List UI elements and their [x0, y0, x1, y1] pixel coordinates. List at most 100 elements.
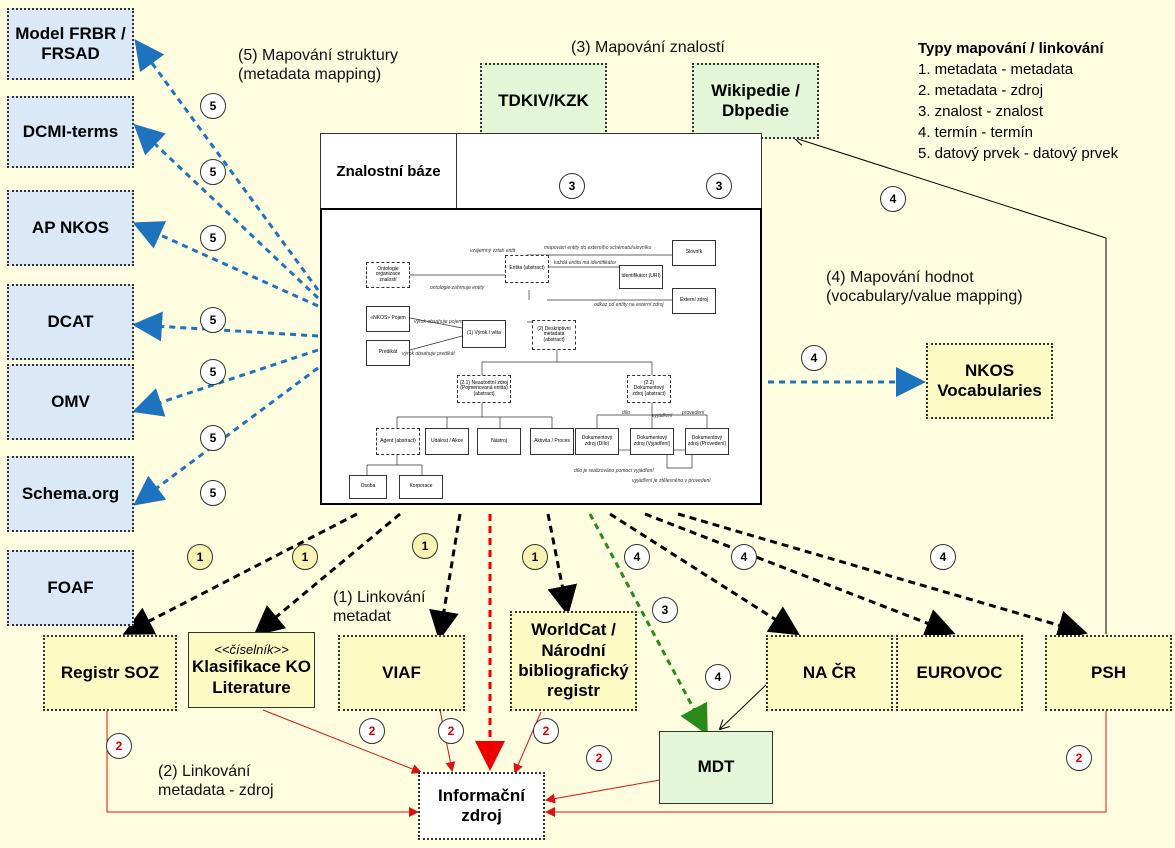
inner-text-12: vyjádření je ztělesněno v provedení	[632, 478, 711, 484]
box-viaf: VIAF	[338, 635, 465, 711]
schema-box-dcmi: DCMI-terms	[7, 96, 134, 168]
badge-4: 4	[731, 544, 757, 570]
inner-label: Dokumentový zdroj (Dílo)	[581, 435, 613, 447]
inner-text-6: výrok obsahuje pojem	[414, 319, 463, 325]
box-label: NKOS Vocabularies	[937, 360, 1042, 400]
badge-1: 1	[292, 544, 318, 570]
badge-5: 5	[200, 480, 226, 506]
stereotype-label: <<číselník>>	[214, 641, 289, 657]
inner-pojem: «NKOS» Pojem	[366, 306, 410, 332]
box-label: Registr SOZ	[60, 662, 160, 682]
inner-aktivita: Aktivita / Proces	[530, 428, 574, 455]
inner-slovnik: Slovník	[672, 240, 716, 266]
inner-externi: Externí zdroj	[672, 288, 716, 314]
inner-label: Aktivita / Proces	[534, 437, 570, 444]
badge-4: 4	[624, 544, 650, 570]
badge-5: 5	[200, 359, 226, 385]
schema-box-apnkos: AP NKOS	[7, 190, 134, 266]
inner-text-9: vyjádření	[652, 413, 673, 419]
label-mapovani-struktury: (5) Mapování struktury (metadata mapping…	[238, 47, 399, 84]
inner-label: Slovník	[685, 249, 703, 256]
inner-korporace: Korporace	[399, 475, 443, 499]
label-linkovani-zdroj: (2) Linkování metadata - zdroj	[158, 763, 274, 800]
box-label: TDKIV/KZK	[498, 90, 589, 110]
inner-label: Událost / Akce	[431, 437, 463, 444]
inner-label: Osoba	[360, 483, 376, 490]
box-label: EUROVOC	[916, 662, 1003, 682]
box-label: NA ČR	[802, 662, 857, 682]
schema-box-frbr: Model FRBR / FRSAD	[7, 8, 134, 80]
inner-text-10: provedení	[682, 410, 705, 416]
inner-label: Dokumentový zdroj (Provedení)	[687, 435, 727, 447]
box-klasifikace: <<číselník>> Klasifikace KO Literature	[188, 632, 315, 708]
inner-identifikator: Identifikátor (URI)	[619, 265, 663, 289]
badge-3: 3	[559, 173, 585, 199]
badge-5: 5	[200, 159, 226, 185]
inner-ontologie: Ontologie organizace znalostí	[366, 262, 410, 288]
legend-item: 2. metadata - zdroj	[918, 82, 1044, 99]
badge-1: 1	[412, 533, 438, 559]
box-label: Wikipedie / Dbpedie	[711, 80, 800, 120]
schema-box-foaf: FOAF	[7, 550, 134, 626]
legend-item: 4. termín - termín	[918, 124, 1034, 141]
schema-label: OMV	[51, 391, 90, 411]
badge-4: 4	[880, 186, 906, 212]
legend-item: 3. znalost - znalost	[918, 103, 1044, 120]
inner-text-7: výrok obsahuje predikát	[402, 351, 455, 357]
inner-label: Externí zdroj	[679, 297, 709, 304]
box-label: PSH	[1091, 662, 1126, 682]
schema-label: FOAF	[47, 577, 94, 597]
badge-2: 2	[586, 745, 612, 771]
inner-osoba: Osoba	[349, 475, 387, 499]
inner-label: Identifikátor (URI)	[621, 273, 661, 280]
inner-vyjadreni: Dokumentový zdroj (Vyjádření)	[630, 428, 674, 455]
badge-2: 2	[1066, 745, 1092, 771]
legend-item: 1. metadata - metadata	[918, 61, 1074, 78]
badge-3: 3	[652, 597, 678, 623]
legend-title: Typy mapování / linkování	[918, 40, 1104, 57]
inner-text-5: odkaz od entity na externí zdroj	[594, 302, 664, 308]
label-mapovani-znalosti: (3) Mapování znalostí	[571, 39, 725, 56]
inner-text-4: ontologie zahrnuje entity	[430, 285, 485, 291]
inner-dilo: Dokumentový zdroj (Dílo)	[575, 428, 619, 455]
box-worldcat: WorldCat / Národní bibliografický regist…	[510, 611, 637, 711]
box-registr-soz: Registr SOZ	[43, 635, 177, 711]
badge-3: 3	[706, 173, 732, 199]
inner-nastroj: Nástroj	[477, 428, 521, 455]
badge-4: 4	[801, 345, 827, 371]
inner-label: Korporace	[409, 483, 433, 490]
inner-label: Entita (abstract)	[509, 265, 545, 272]
inner-label: «NKOS» Pojem	[370, 315, 406, 322]
box-informacni-zdroj: Informační zdroj	[418, 772, 545, 840]
schema-label: Model FRBR / FRSAD	[15, 23, 126, 63]
box-label: Klasifikace KO Literature	[191, 657, 312, 697]
schema-box-omv: OMV	[7, 364, 134, 440]
schema-label: DCMI-terms	[22, 121, 119, 141]
inner-provedeni: Dokumentový zdroj (Provedení)	[685, 428, 729, 455]
inner-label: Predikát	[378, 349, 398, 356]
inner-agent: Agent (abstract)	[376, 428, 420, 455]
box-wikipedie: Wikipedie / Dbpedie	[692, 63, 819, 139]
schema-box-dcat: DCAT	[7, 284, 134, 360]
badge-2: 2	[438, 718, 464, 744]
inner-dokumentovy: (2.2) Dokumentový zdroj (abstract)	[627, 375, 671, 403]
inner-text-8: dílo	[622, 410, 631, 416]
kb-title-text: Znalostní báze	[336, 162, 441, 180]
inner-label: (2.2) Dokumentový zdroj (abstract)	[632, 379, 666, 397]
badge-2: 2	[359, 718, 385, 744]
schema-label: AP NKOS	[31, 217, 110, 237]
inner-vyrok: (1) Výrok / věta	[462, 320, 506, 348]
badge-1: 1	[187, 544, 213, 570]
label-mapovani-hodnot: (4) Mapování hodnot (vocabulary/value ma…	[826, 269, 1023, 306]
box-label: MDT	[697, 757, 735, 777]
box-label: Informační zdroj	[438, 785, 525, 825]
inner-neautoritni: (2.1) Neautoritní zdroj (Pojmenovaná ent…	[457, 375, 511, 403]
badge-4: 4	[705, 664, 731, 690]
inner-udalost: Událost / Akce	[425, 428, 469, 455]
badge-5: 5	[200, 225, 226, 251]
inner-text-11: dílo je realizováno pomocí vyjádření	[574, 468, 654, 474]
box-psh: PSH	[1045, 635, 1172, 711]
knowledge-base-diagram: Entita (abstract) Slovník Ontologie orga…	[320, 208, 762, 505]
badge-5: 5	[200, 307, 226, 333]
knowledge-base-title: Znalostní báze	[320, 133, 457, 209]
